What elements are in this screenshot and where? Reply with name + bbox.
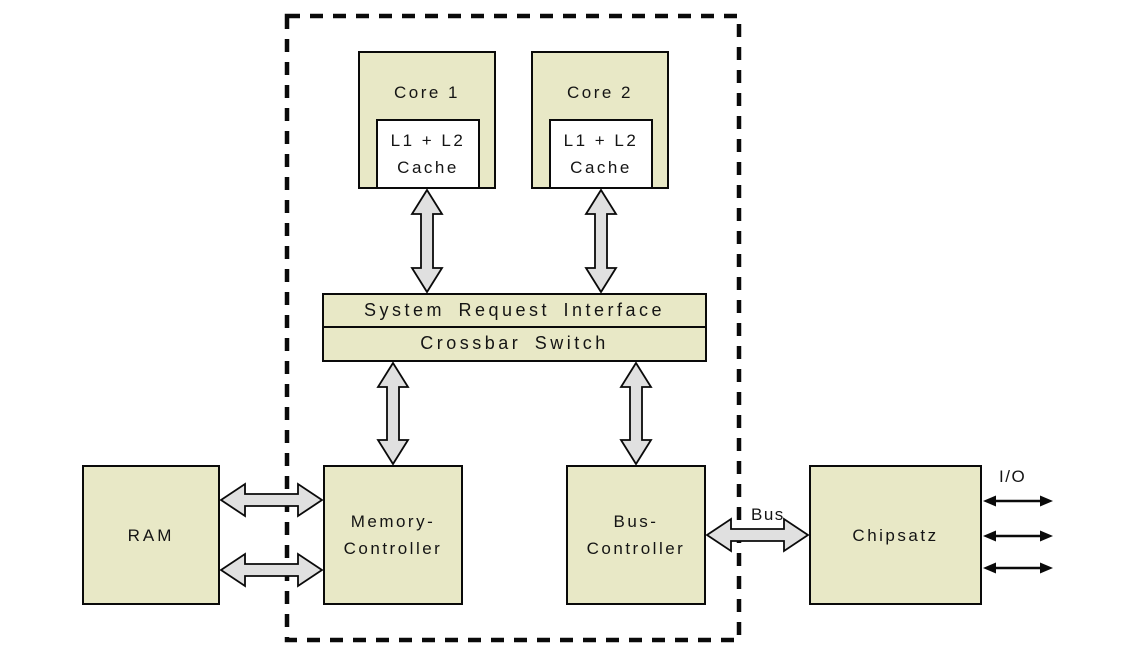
io-arrow-1	[983, 495, 1053, 507]
cache2-line2: Cache	[570, 158, 632, 177]
ram-memory-arrow-top	[219, 482, 324, 518]
sri-crossbar-stack: System Request Interface Crossbar Switch	[322, 293, 707, 362]
cache1-line1: L1 + L2	[390, 131, 466, 150]
memory-controller-box: Memory- Controller	[323, 465, 463, 605]
cache2-sri-arrow	[584, 188, 618, 294]
ram-label: RAM	[127, 525, 175, 545]
bus-label: Bus	[751, 505, 785, 524]
crossbar-switch-label: Crossbar Switch	[420, 333, 609, 353]
crossbar-memory-arrow	[376, 361, 410, 466]
cache1-line2: Cache	[397, 158, 459, 177]
io-arrow-3	[983, 562, 1053, 574]
bus-arrow	[705, 517, 810, 553]
chipset-box: Chipsatz	[809, 465, 982, 605]
memory-controller-line1: Memory-	[350, 512, 436, 531]
cache2-box: L1 + L2 Cache	[549, 119, 653, 189]
ram-memory-arrow-bottom	[219, 552, 324, 588]
bus-controller-line2: Controller	[586, 539, 686, 558]
crossbar-bus-arrow	[619, 361, 653, 466]
cpu-die-boundary	[284, 13, 742, 643]
chipset-label: Chipsatz	[852, 525, 939, 545]
ram-box: RAM	[82, 465, 220, 605]
bus-controller-box: Bus- Controller	[566, 465, 706, 605]
io-label: I/O	[999, 467, 1027, 486]
cache1-sri-arrow	[410, 188, 444, 294]
cache2-line1: L1 + L2	[563, 131, 639, 150]
core1-label: Core 1	[393, 83, 461, 102]
memory-controller-line2: Controller	[343, 539, 443, 558]
core2-label: Core 2	[566, 83, 634, 102]
crossbar-switch-bar: Crossbar Switch	[324, 326, 705, 359]
bus-controller-line1: Bus-	[613, 512, 659, 531]
io-arrow-2	[983, 530, 1053, 542]
system-request-interface-label: System Request Interface	[363, 300, 666, 320]
system-request-interface-bar: System Request Interface	[324, 295, 705, 326]
cache1-box: L1 + L2 Cache	[376, 119, 480, 189]
